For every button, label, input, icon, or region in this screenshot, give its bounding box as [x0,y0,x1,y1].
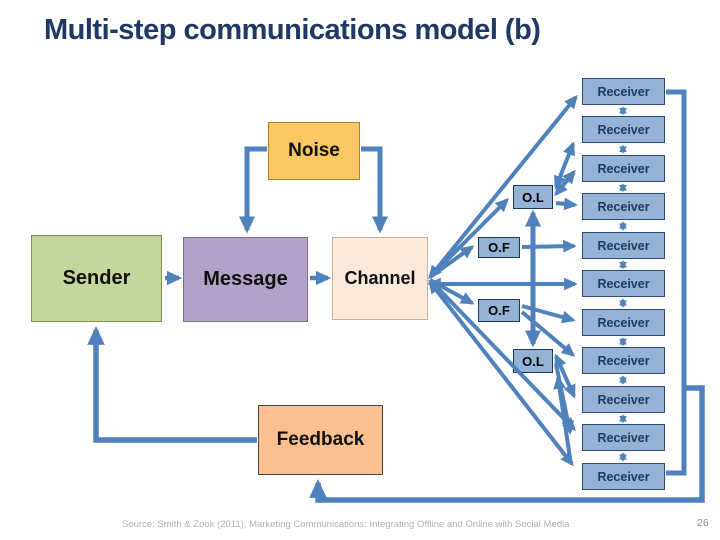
arrow-ol-top-receiver2 [554,141,575,190]
arrow-noise-to-channel [361,146,389,234]
arrow-noise-to-message [239,146,267,234]
noise-box: Noise [268,122,360,180]
arrow-ol-bottom-receiver9 [554,353,576,399]
opinion-leader-top-box: O.L [513,185,553,209]
arrow-ol-bottom-receiver10 [554,363,575,435]
opinion-former-bottom-box: O.F [478,299,520,322]
line-receiver-bracket [666,89,687,476]
arrow-ol-top-receiver3 [554,169,576,197]
message-box: Message [183,237,308,322]
receiver-box-7: Receiver [582,309,665,336]
arrow-of-top-receiver5 [521,239,577,253]
receiver-box-1: Receiver [582,78,665,105]
receiver-box-6: Receiver [582,270,665,297]
arrow-of-bottom-receiver7 [521,304,576,324]
receiver-box-2: Receiver [582,116,665,143]
channel-box: Channel [332,237,428,320]
arrow-feedback-to-sender [87,326,257,443]
arrow-ol-top-receiver4 [555,197,578,211]
receiver-box-3: Receiver [582,155,665,182]
receiver-box-8: Receiver [582,347,665,374]
receiver-box-5: Receiver [582,232,665,259]
opinion-leader-bottom-box: O.L [513,349,553,373]
arrow-channel-to-of-bottom [429,278,475,305]
slide-title: Multi-step communications model (b) [44,14,541,46]
page-number: 26 [697,517,709,529]
feedback-box: Feedback [258,405,383,475]
receiver-box-11: Receiver [582,463,665,490]
source-citation: Source: Smith & Zook (2011), Marketing C… [122,519,570,530]
sender-box: Sender [31,235,162,322]
receiver-box-9: Receiver [582,386,665,413]
arrow-channel-to-of-top [428,245,475,279]
opinion-former-top-box: O.F [478,237,520,258]
receiver-box-4: Receiver [582,193,665,220]
arrow-receiver11-ol-bottom [553,375,572,459]
receiver-box-10: Receiver [582,424,665,451]
